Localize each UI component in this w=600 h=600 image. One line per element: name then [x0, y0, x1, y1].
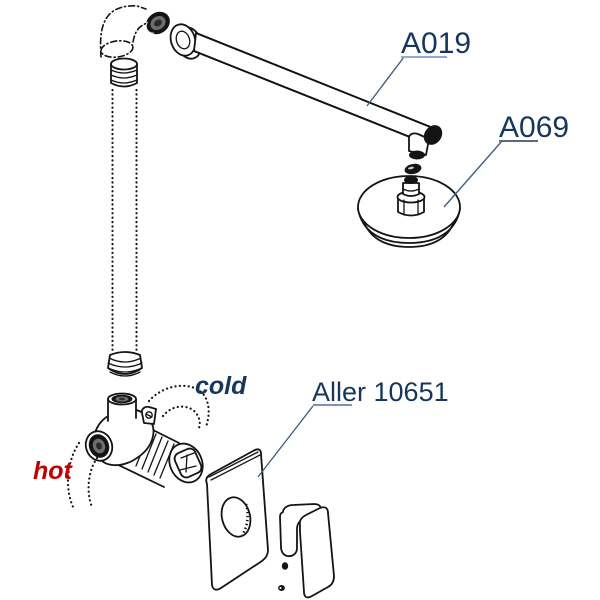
cold-water-label: cold [195, 372, 247, 400]
o-ring-gasket [404, 163, 422, 175]
mixer-leader-line [257, 405, 314, 478]
mixer-part-label: Aller 10651 [312, 377, 449, 407]
handle-screw-top [281, 562, 289, 570]
showerhead-part-label: A069 [499, 111, 569, 144]
elbow-threaded-end [145, 11, 170, 35]
shower-head-collar [402, 176, 420, 197]
hot-water-label: hot [33, 457, 74, 485]
cold-flow-arcs [147, 384, 210, 430]
valve-hot-inlet-socket [84, 430, 114, 462]
shower-head-drawing [357, 175, 461, 248]
riser-threaded-top [110, 57, 138, 88]
handle-front-face [298, 506, 335, 599]
valve-top-socket [107, 392, 137, 424]
arm-leader-line [366, 56, 405, 107]
handle-lever-drawing [278, 503, 335, 599]
arm-wall-flange [169, 23, 197, 57]
head-leader-line [443, 140, 503, 208]
arm-elbow-end [407, 125, 443, 160]
elbow-fitting-drawing [99, 5, 170, 59]
shower-arm-drawing [169, 23, 443, 160]
leader-lines [257, 56, 503, 478]
mixer-valve-drawing [84, 392, 204, 489]
hot-flow-arcs [66, 441, 99, 511]
riser-threaded-bottom [107, 351, 143, 377]
riser-pipe-drawing [107, 57, 143, 377]
wall-plate-drawing [205, 448, 269, 591]
arm-part-label: A019 [401, 27, 471, 60]
valve-cartridge-end [168, 442, 204, 484]
wall-plate-hole [220, 496, 252, 538]
valve-bracket-screw [140, 405, 157, 425]
